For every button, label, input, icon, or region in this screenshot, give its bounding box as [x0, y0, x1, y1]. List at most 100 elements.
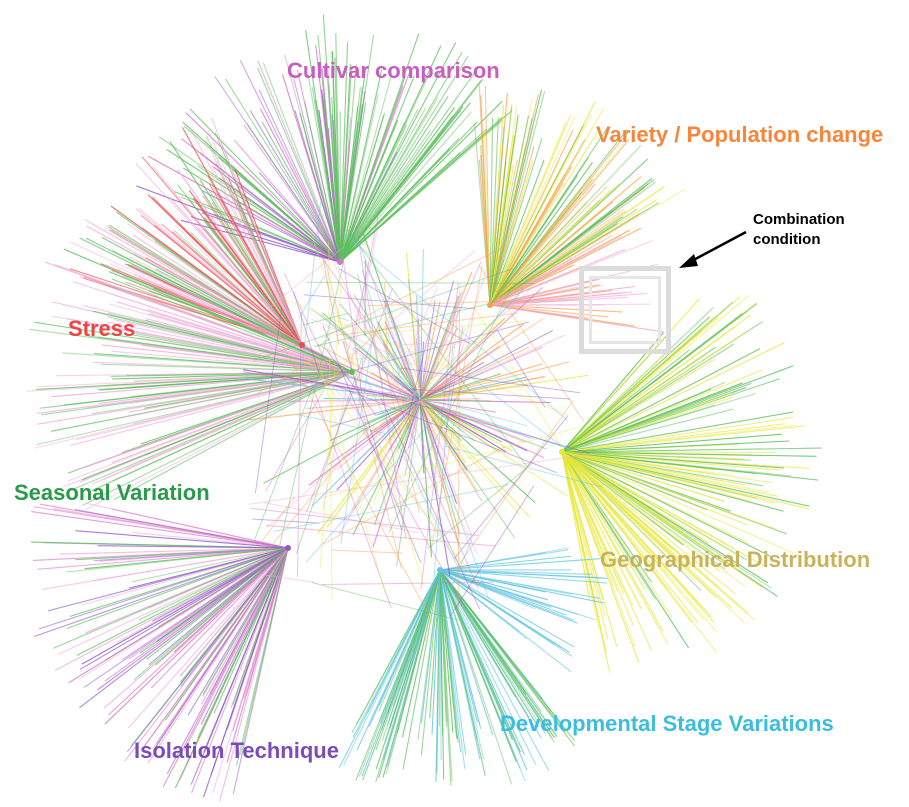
network-edge: [326, 379, 421, 401]
network-edge: [419, 345, 500, 401]
network-cross-edge: [321, 581, 494, 585]
network-edge: [218, 137, 303, 346]
network-cross-edge: [401, 340, 477, 346]
network-edge: [262, 62, 341, 263]
network-edge: [339, 79, 484, 263]
network-cross-edge: [382, 341, 412, 426]
network-edge: [561, 451, 819, 481]
network-edge: [489, 127, 608, 306]
network-edge: [439, 569, 575, 648]
network-edge: [438, 569, 441, 727]
network-edge: [368, 569, 441, 728]
network-edge: [561, 342, 785, 453]
network-cross-edge: [407, 324, 432, 420]
network-edge: [419, 301, 441, 401]
network-edge: [561, 451, 765, 567]
network-edge: [166, 149, 341, 263]
network-edge: [561, 295, 750, 453]
network-cross-edge: [263, 247, 344, 313]
network-cross-edge: [306, 281, 535, 284]
network-edge: [84, 219, 353, 373]
network-edge: [419, 399, 473, 538]
network-edge: [339, 129, 431, 263]
network-edge: [489, 263, 658, 306]
network-edge: [561, 451, 708, 511]
network-edge: [419, 329, 554, 401]
network-edge: [419, 318, 544, 401]
network-edge: [561, 451, 740, 557]
network-edge: [111, 278, 353, 373]
network-cross-edge: [408, 393, 528, 427]
network-edge: [402, 569, 441, 770]
hub-node-stress: [299, 342, 305, 348]
network-edge: [561, 417, 793, 453]
network-cross-edge: [438, 283, 461, 520]
network-edge: [376, 399, 421, 416]
network-edge: [419, 361, 484, 401]
network-edge: [100, 363, 353, 373]
network-edge: [81, 547, 289, 665]
network-edge: [214, 76, 341, 263]
network-edge: [439, 569, 607, 584]
network-edge: [439, 569, 462, 753]
network-edge: [489, 115, 530, 306]
network-cross-edge: [248, 453, 593, 505]
network-edge: [160, 547, 289, 639]
network-edge: [126, 547, 289, 753]
network-cross-edge: [320, 314, 476, 442]
network-edge: [377, 321, 421, 401]
network-edge: [84, 547, 289, 570]
network-cross-edge: [497, 330, 546, 408]
network-cross-edge: [319, 281, 342, 569]
network-edge: [388, 399, 421, 451]
network-edge: [93, 352, 353, 373]
network-edge: [316, 343, 421, 401]
network-edge: [561, 451, 745, 460]
network-edge: [79, 547, 289, 709]
network-edge: [489, 115, 576, 306]
network-edge: [439, 569, 445, 780]
cluster-label-seasonal-variation: Seasonal Variation: [14, 480, 210, 505]
network-cross-edge: [311, 582, 460, 621]
network-edge: [339, 96, 449, 263]
network-edge: [561, 451, 634, 607]
network-edge: [57, 547, 289, 655]
network-edge: [339, 111, 472, 263]
network-edge: [204, 228, 303, 346]
network-edge: [316, 399, 421, 534]
network-cross-edge: [306, 287, 394, 512]
network-edge: [334, 57, 341, 263]
network-edge: [489, 159, 545, 306]
network-edge: [561, 425, 806, 453]
network-edge: [439, 569, 548, 601]
annotation-line-2: condition: [753, 231, 821, 248]
network-edge: [419, 399, 438, 493]
network-edge: [339, 42, 457, 263]
network-edge: [224, 78, 341, 263]
network-cross-edge: [259, 573, 316, 583]
hub-node-dev: [437, 567, 443, 573]
network-edge: [479, 154, 491, 306]
network-edge: [405, 252, 421, 401]
network-cross-edge: [302, 313, 349, 326]
network-edge: [561, 451, 778, 497]
network-edge: [288, 399, 421, 402]
network-cross-edge: [324, 348, 377, 416]
network-edge: [439, 569, 520, 632]
network-edge: [339, 303, 421, 401]
network-edge: [329, 399, 421, 442]
network-edge: [489, 176, 642, 306]
network-edge: [141, 344, 353, 373]
network-cross-edge: [385, 370, 420, 514]
network-edge: [420, 569, 441, 724]
network-edge: [213, 166, 341, 263]
network-edge: [439, 569, 547, 735]
network-edge: [147, 194, 303, 346]
network-edge: [42, 547, 289, 590]
network-edge: [117, 371, 353, 420]
network-edge: [326, 399, 421, 528]
network-cross-edge: [449, 538, 473, 591]
network-edge: [489, 161, 507, 306]
network-edge: [561, 451, 657, 562]
network-edge: [561, 451, 702, 591]
